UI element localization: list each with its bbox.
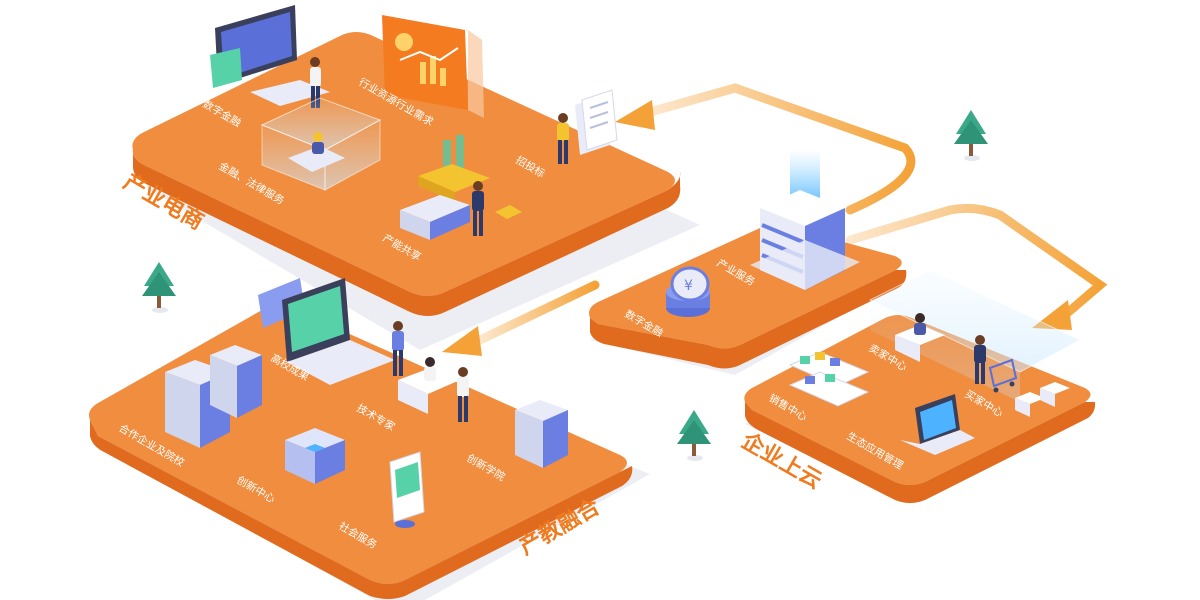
- svg-text:¥: ¥: [684, 278, 693, 294]
- chart-board-icon: [382, 15, 484, 118]
- platform-education: 高校成果 技术专家 合作企业及院校 创新中心 创新学院 社会服务 产教融合: [89, 278, 633, 599]
- desk-icon: [398, 357, 460, 414]
- shopping-cart-icon: [988, 358, 1018, 393]
- cube-icon: [285, 428, 345, 484]
- gold-bar-icon: [400, 135, 522, 240]
- person-figure: [457, 367, 469, 422]
- document-stack-icon: [575, 89, 618, 155]
- glass-booth-icon: [260, 97, 382, 191]
- server-tower-icon: [750, 150, 860, 290]
- coin-stack-icon: ¥: [666, 266, 710, 317]
- tree-icon: [142, 262, 176, 313]
- desk-icon: [895, 313, 945, 362]
- platform-ecommerce: 数字金融 行业资源行业需求 金融、法律服务 招投标 产能共享 产业电商: [119, 5, 681, 316]
- person-figure: [974, 335, 986, 384]
- arrow-head-icon: [442, 326, 482, 356]
- building-icon: [515, 400, 568, 468]
- tree-icon: [677, 410, 711, 461]
- box-stack-icon: [1015, 382, 1070, 417]
- flow-arrows: [442, 83, 1108, 356]
- laptop-icon: [900, 394, 975, 455]
- laptop-icon: [258, 278, 395, 385]
- person-figure: [310, 57, 321, 108]
- person-figure: [557, 113, 569, 164]
- arrow-head-icon: [615, 100, 655, 130]
- building-icon: [165, 345, 262, 448]
- person-figure: [392, 321, 404, 376]
- signboard-icon: [389, 451, 425, 528]
- monitor-icon: [210, 5, 330, 106]
- platform-industry-service: ¥ 产业服务 数字金融: [589, 150, 907, 369]
- tree-icon: [954, 110, 988, 161]
- platform-cloud: 卖家中心 买家中心 销售中心 生态应用管理 企业上云: [736, 269, 1096, 503]
- person-figure: [472, 181, 484, 236]
- shelf-icon: [788, 351, 870, 407]
